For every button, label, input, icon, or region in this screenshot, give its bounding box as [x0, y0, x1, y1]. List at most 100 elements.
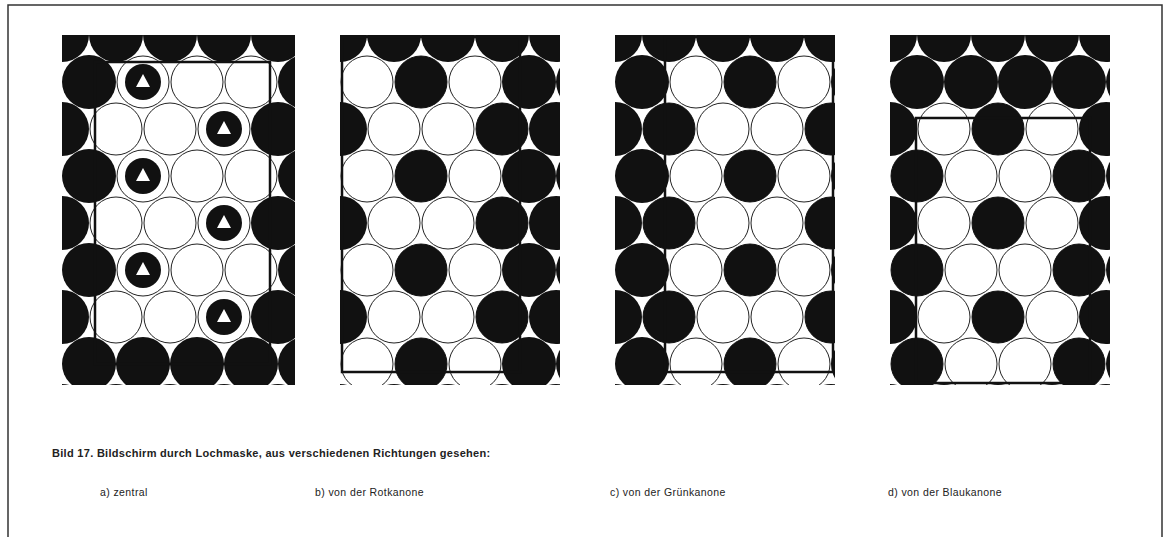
- masked-dot: [143, 384, 197, 385]
- phosphor-dot: [449, 338, 501, 385]
- phosphor-dot: [449, 56, 501, 108]
- masked-dot: [340, 196, 367, 250]
- masked-dot: [890, 290, 917, 344]
- masked-dot: [556, 243, 560, 297]
- masked-dot: [642, 384, 696, 385]
- lit-dot: [972, 103, 1024, 155]
- phosphor-dot: [697, 103, 749, 155]
- masked-dot: [556, 149, 560, 203]
- phosphor-dot: [422, 197, 474, 249]
- hole-center: [217, 121, 231, 134]
- phosphor-dot: [778, 244, 830, 296]
- phosphor-dot: [144, 197, 196, 249]
- phosphor-dot: [341, 150, 393, 202]
- phosphor-dot: [198, 103, 250, 155]
- phosphor-dot: [171, 56, 223, 108]
- masked-dot: [529, 196, 560, 250]
- masked-dot: [529, 102, 560, 156]
- screen-panel: [62, 35, 295, 385]
- masked-dot: [278, 243, 295, 297]
- masked-dot: [502, 337, 556, 385]
- lit-dot: [395, 244, 447, 296]
- masked-dot: [278, 337, 295, 385]
- phosphor-dot: [144, 103, 196, 155]
- masked-dot: [475, 384, 529, 385]
- frame: [8, 5, 1162, 537]
- phosphor-dot: [945, 244, 997, 296]
- mask-hole: [125, 64, 161, 100]
- lit-dot: [395, 338, 447, 385]
- masked-dot: [340, 102, 367, 156]
- phosphor-dot: [670, 150, 722, 202]
- masked-dot: [89, 384, 143, 385]
- phosphor-dot: [171, 244, 223, 296]
- masked-dot: [1079, 196, 1110, 250]
- masked-dot: [1106, 337, 1110, 385]
- phosphor-dot: [90, 291, 142, 343]
- lit-dot: [1053, 338, 1105, 385]
- phosphor-dot: [999, 244, 1051, 296]
- phosphor-dot: [449, 150, 501, 202]
- masked-dot: [251, 384, 295, 385]
- phosphor-dot: [341, 56, 393, 108]
- masked-dot: [1106, 243, 1110, 297]
- masked-dot: [556, 337, 560, 385]
- phosphor-dot: [945, 338, 997, 385]
- masked-dot: [502, 149, 556, 203]
- phosphor-dot: [144, 291, 196, 343]
- masked-dot: [62, 102, 89, 156]
- phosphor-dot: [449, 244, 501, 296]
- mask-hole: [206, 205, 242, 241]
- masked-dot: [529, 290, 560, 344]
- phosphor-dot: [422, 103, 474, 155]
- phosphor-dot: [1026, 291, 1078, 343]
- masked-dot: [197, 384, 251, 385]
- phosphor-dot: [778, 338, 830, 385]
- mask-hole: [125, 158, 161, 194]
- lit-dot: [724, 244, 776, 296]
- phosphor-dot: [368, 197, 420, 249]
- phosphor-dot: [778, 56, 830, 108]
- lit-dot: [643, 197, 695, 249]
- phosphor-dot: [999, 338, 1051, 385]
- phosphor-dot: [697, 291, 749, 343]
- masked-dot: [340, 290, 367, 344]
- phosphor-dot: [90, 103, 142, 155]
- masked-dot: [367, 384, 421, 385]
- phosphor-dot: [1026, 103, 1078, 155]
- phosphor-dot: [697, 197, 749, 249]
- phosphor-dot: [751, 103, 803, 155]
- phosphor-dot: [341, 244, 393, 296]
- phosphor-dot: [368, 103, 420, 155]
- phosphor-dot: [751, 197, 803, 249]
- masked-dot: [615, 196, 642, 250]
- phosphor-dot: [198, 291, 250, 343]
- lit-dot: [1053, 150, 1105, 202]
- phosphor-dot: [670, 244, 722, 296]
- masked-dot: [804, 384, 835, 385]
- hole-center: [217, 309, 231, 322]
- phosphor-dot: [368, 291, 420, 343]
- lit-dot: [1053, 244, 1105, 296]
- lit-dot: [972, 291, 1024, 343]
- masked-dot: [1106, 149, 1110, 203]
- masked-dot: [62, 243, 116, 297]
- phosphor-dot: [341, 338, 393, 385]
- masked-dot: [890, 102, 917, 156]
- lit-dot: [395, 56, 447, 108]
- subfigure-label: a) zentral: [100, 486, 148, 498]
- masked-dot: [502, 55, 556, 109]
- masked-dot: [251, 290, 295, 344]
- screen-panel: [340, 35, 560, 385]
- lit-dot: [724, 338, 776, 385]
- phosphor-dot: [918, 103, 970, 155]
- masked-dot: [890, 196, 917, 250]
- phosphor-dot: [1026, 197, 1078, 249]
- masked-dot: [62, 196, 89, 250]
- lit-dot: [724, 56, 776, 108]
- hole-center: [136, 74, 150, 87]
- masked-dot: [615, 55, 669, 109]
- masked-dot: [116, 337, 170, 385]
- lit-dot: [805, 291, 835, 343]
- mask-hole: [206, 111, 242, 147]
